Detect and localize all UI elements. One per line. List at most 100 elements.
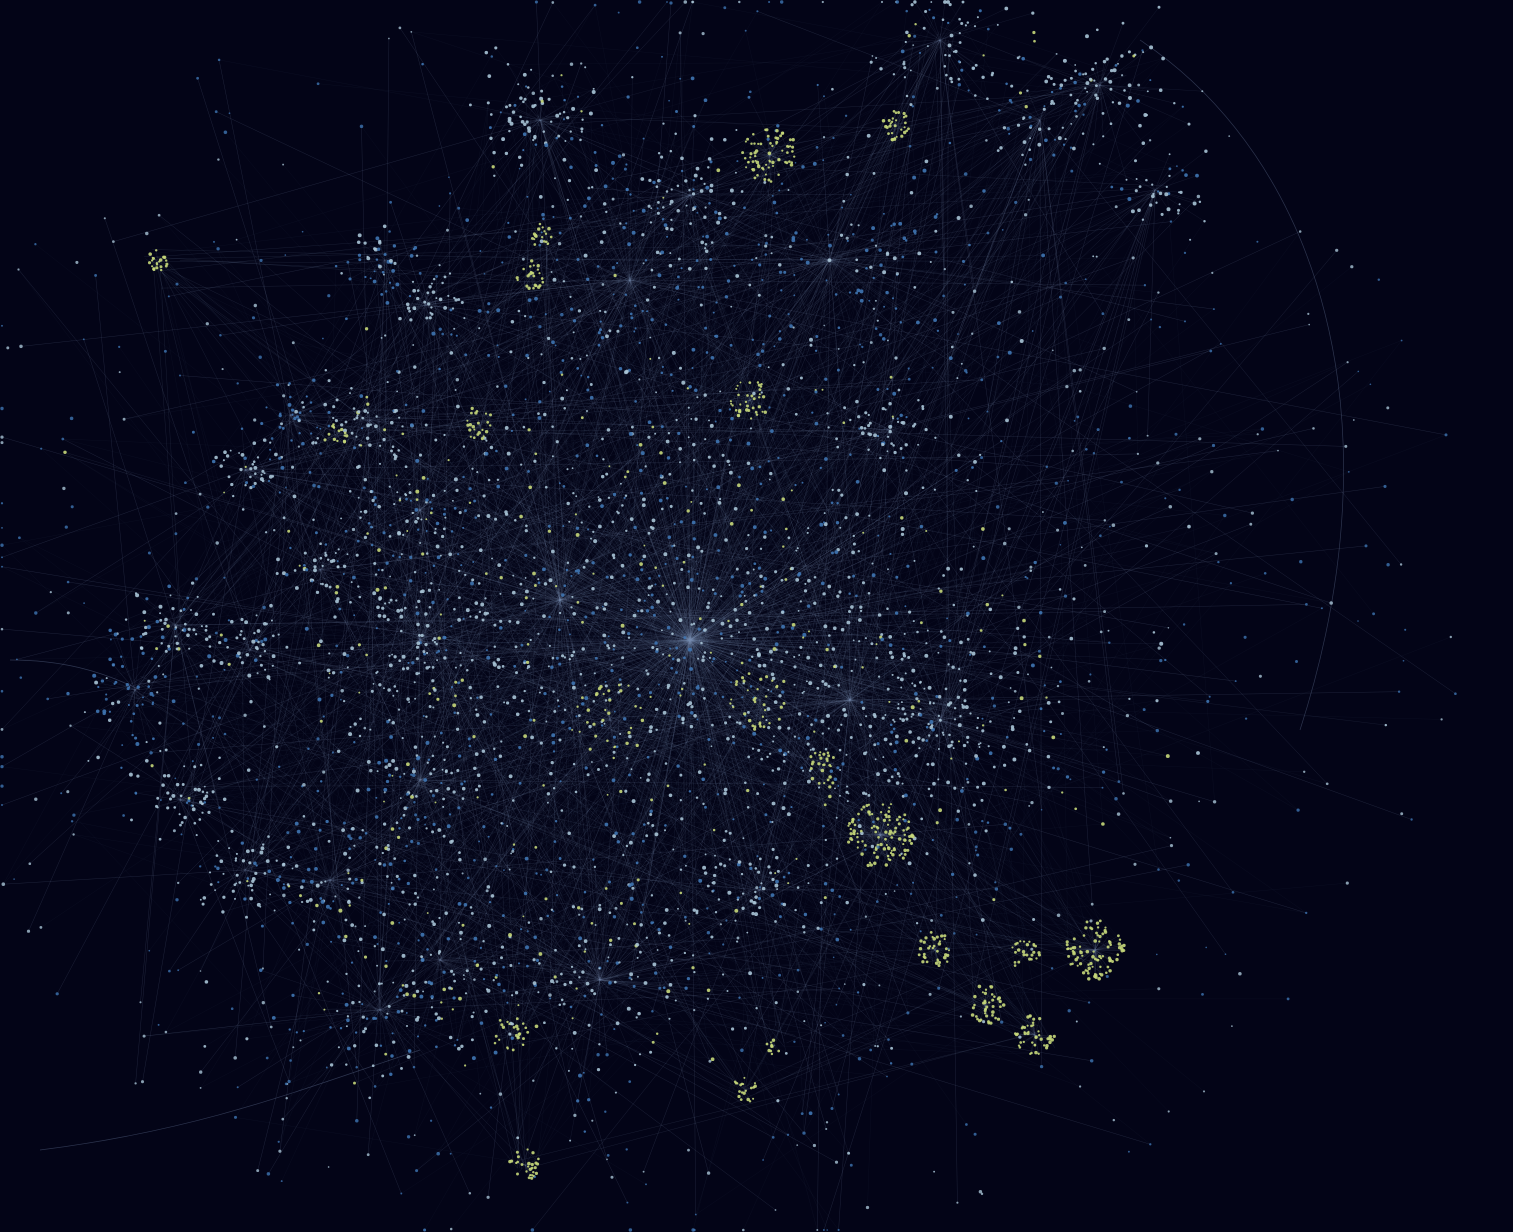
graph-node[interactable] (571, 467, 574, 470)
graph-node[interactable] (900, 657, 904, 661)
graph-node[interactable] (822, 592, 826, 596)
graph-node[interactable] (604, 887, 608, 890)
graph-node[interactable] (838, 895, 842, 898)
graph-node[interactable] (754, 912, 759, 917)
graph-node[interactable] (697, 587, 701, 590)
graph-node[interactable] (628, 773, 631, 777)
graph-node[interactable] (378, 683, 382, 687)
graph-node[interactable] (290, 439, 293, 442)
graph-node[interactable] (434, 438, 438, 442)
graph-node[interactable] (915, 922, 919, 925)
graph-node[interactable] (543, 691, 547, 696)
graph-node[interactable] (659, 451, 663, 455)
graph-node[interactable] (381, 606, 385, 610)
graph-node[interactable] (858, 618, 862, 622)
graph-node[interactable] (1018, 709, 1022, 714)
graph-node[interactable] (1046, 754, 1051, 759)
graph-node[interactable] (647, 821, 650, 825)
graph-node[interactable] (770, 252, 773, 255)
graph-node[interactable] (679, 891, 683, 895)
graph-node[interactable] (478, 327, 481, 330)
graph-node[interactable] (523, 689, 526, 693)
graph-node[interactable] (819, 466, 822, 470)
graph-node[interactable] (825, 863, 829, 867)
graph-node[interactable] (1101, 770, 1106, 774)
graph-node[interactable] (644, 465, 647, 468)
graph-node[interactable] (781, 624, 786, 629)
graph-node[interactable] (408, 579, 413, 583)
graph-node[interactable] (925, 530, 928, 532)
graph-node[interactable] (1030, 663, 1035, 668)
graph-node[interactable] (835, 521, 840, 525)
graph-node[interactable] (1043, 730, 1046, 733)
graph-node[interactable] (322, 715, 325, 718)
graph-node[interactable] (448, 813, 452, 816)
graph-node[interactable] (520, 699, 524, 703)
graph-node[interactable] (761, 976, 764, 979)
graph-node[interactable] (602, 607, 607, 611)
graph-node[interactable] (675, 418, 678, 422)
graph-node[interactable] (769, 820, 772, 824)
graph-node[interactable] (912, 881, 915, 884)
graph-node[interactable] (886, 607, 889, 610)
graph-node[interactable] (542, 567, 546, 572)
graph-node[interactable] (662, 481, 667, 485)
graph-node[interactable] (975, 489, 978, 493)
graph-node[interactable] (744, 781, 747, 784)
graph-node[interactable] (831, 647, 836, 651)
graph-node[interactable] (771, 801, 776, 806)
graph-node[interactable] (771, 769, 775, 772)
graph-node[interactable] (777, 456, 780, 460)
graph-node[interactable] (619, 732, 622, 736)
graph-node[interactable] (933, 488, 936, 491)
graph-node[interactable] (638, 378, 641, 381)
graph-node[interactable] (588, 505, 591, 508)
graph-node[interactable] (608, 880, 611, 884)
graph-node[interactable] (701, 658, 705, 662)
graph-node[interactable] (520, 643, 524, 647)
graph-node[interactable] (701, 687, 705, 692)
graph-node[interactable] (763, 576, 768, 581)
graph-node[interactable] (838, 748, 842, 752)
graph-node[interactable] (782, 875, 786, 879)
graph-node[interactable] (676, 658, 681, 662)
graph-node[interactable] (782, 679, 786, 684)
graph-node[interactable] (808, 1111, 813, 1116)
graph-node[interactable] (384, 334, 387, 337)
graph-node[interactable] (612, 648, 615, 651)
graph-node[interactable] (862, 531, 865, 534)
graph-node[interactable] (764, 813, 768, 817)
graph-node[interactable] (358, 836, 362, 840)
graph-node[interactable] (738, 631, 740, 634)
graph-node[interactable] (548, 644, 551, 647)
graph-node[interactable] (787, 726, 791, 730)
graph-node[interactable] (966, 478, 969, 482)
graph-node[interactable] (393, 655, 397, 659)
graph-node[interactable] (628, 734, 632, 739)
graph-node[interactable] (712, 828, 716, 832)
graph-node[interactable] (468, 685, 472, 690)
graph-node[interactable] (662, 710, 667, 715)
graph-node[interactable] (702, 655, 705, 658)
graph-node[interactable] (604, 684, 608, 688)
graph-node[interactable] (717, 898, 721, 901)
graph-node[interactable] (867, 591, 871, 595)
graph-node[interactable] (1029, 569, 1033, 572)
graph-node[interactable] (776, 631, 779, 634)
graph-node[interactable] (890, 1046, 894, 1050)
graph-node[interactable] (806, 655, 811, 660)
graph-node[interactable] (546, 792, 551, 796)
graph-node[interactable] (849, 928, 852, 931)
graph-node[interactable] (686, 553, 691, 558)
graph-node[interactable] (852, 534, 855, 538)
graph-node[interactable] (636, 444, 639, 447)
graph-node[interactable] (803, 931, 806, 934)
graph-node[interactable] (806, 714, 810, 718)
graph-node[interactable] (592, 572, 595, 575)
graph-node[interactable] (840, 493, 844, 497)
graph-node[interactable] (744, 599, 748, 603)
graph-node[interactable] (468, 501, 472, 504)
graph-node[interactable] (979, 453, 982, 456)
graph-node[interactable] (976, 853, 980, 857)
